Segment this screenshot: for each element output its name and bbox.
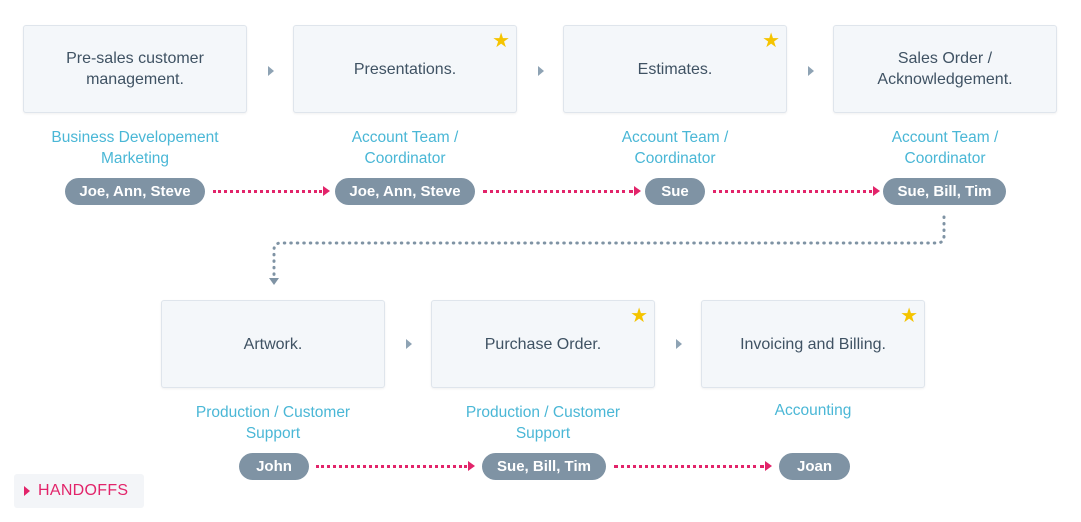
handoffs-legend: HANDOFFS xyxy=(14,474,144,508)
step-arrow-icon xyxy=(538,66,544,76)
connector-arrow-icon xyxy=(269,278,279,285)
step-title: Artwork. xyxy=(243,335,303,353)
step-arrow-icon xyxy=(808,66,814,76)
step-title: Sales Order / Acknowledgement. xyxy=(877,50,1013,88)
people-badge: John xyxy=(239,453,309,480)
step-role: Production / Customer Support xyxy=(465,404,621,442)
people-badge: Sue, Bill, Tim xyxy=(482,453,606,480)
step-box-pre-sales: Pre-sales customer management. xyxy=(23,25,247,113)
step-box-artwork: Artwork. xyxy=(161,300,385,388)
step-title: Purchase Order. xyxy=(484,335,602,353)
people-badge: Joan xyxy=(779,453,850,480)
step-box-presentations: Presentations. ★ xyxy=(293,25,517,113)
people-badge: Joe, Ann, Steve xyxy=(335,178,475,205)
star-icon: ★ xyxy=(630,305,648,327)
handoff-arrow-icon xyxy=(634,186,641,196)
step-role: Accounting xyxy=(774,402,852,419)
handoff-arrow-icon xyxy=(765,461,772,471)
step-box-estimates: Estimates. ★ xyxy=(563,25,787,113)
step-arrow-icon xyxy=(406,339,412,349)
step-title: Presentations. xyxy=(353,60,457,78)
people-badge: Sue, Bill, Tim xyxy=(883,178,1006,205)
handoff-arrow-icon xyxy=(873,186,880,196)
handoff-line xyxy=(483,190,633,193)
star-icon: ★ xyxy=(492,30,510,52)
step-title: Pre-sales customer management. xyxy=(66,50,204,88)
step-role: Business Developement Marketing xyxy=(51,129,219,167)
legend-label: HANDOFFS xyxy=(38,482,129,499)
step-role: Account Team / Coordinator xyxy=(621,129,729,167)
step-box-invoicing: Invoicing and Billing. ★ xyxy=(701,300,925,388)
people-badge: Joe, Ann, Steve xyxy=(65,178,205,205)
step-role: Account Team / Coordinator xyxy=(891,129,999,167)
handoff-arrow-icon xyxy=(323,186,330,196)
handoff-arrow-icon xyxy=(468,461,475,471)
handoff-line xyxy=(614,465,764,468)
step-box-purchase-order: Purchase Order. ★ xyxy=(431,300,655,388)
step-title: Estimates. xyxy=(637,60,713,78)
people-badge: Sue xyxy=(645,178,705,205)
legend-arrow-icon xyxy=(24,486,30,496)
star-icon: ★ xyxy=(762,30,780,52)
handoff-line xyxy=(316,465,467,468)
step-role: Production / Customer Support xyxy=(195,404,351,442)
step-arrow-icon xyxy=(268,66,274,76)
step-title: Invoicing and Billing. xyxy=(740,335,886,353)
handoff-line xyxy=(713,190,872,193)
step-box-sales-order: Sales Order / Acknowledgement. xyxy=(833,25,1057,113)
handoff-line xyxy=(213,190,322,193)
step-role: Account Team / Coordinator xyxy=(351,129,459,167)
star-icon: ★ xyxy=(900,305,918,327)
step-arrow-icon xyxy=(676,339,682,349)
